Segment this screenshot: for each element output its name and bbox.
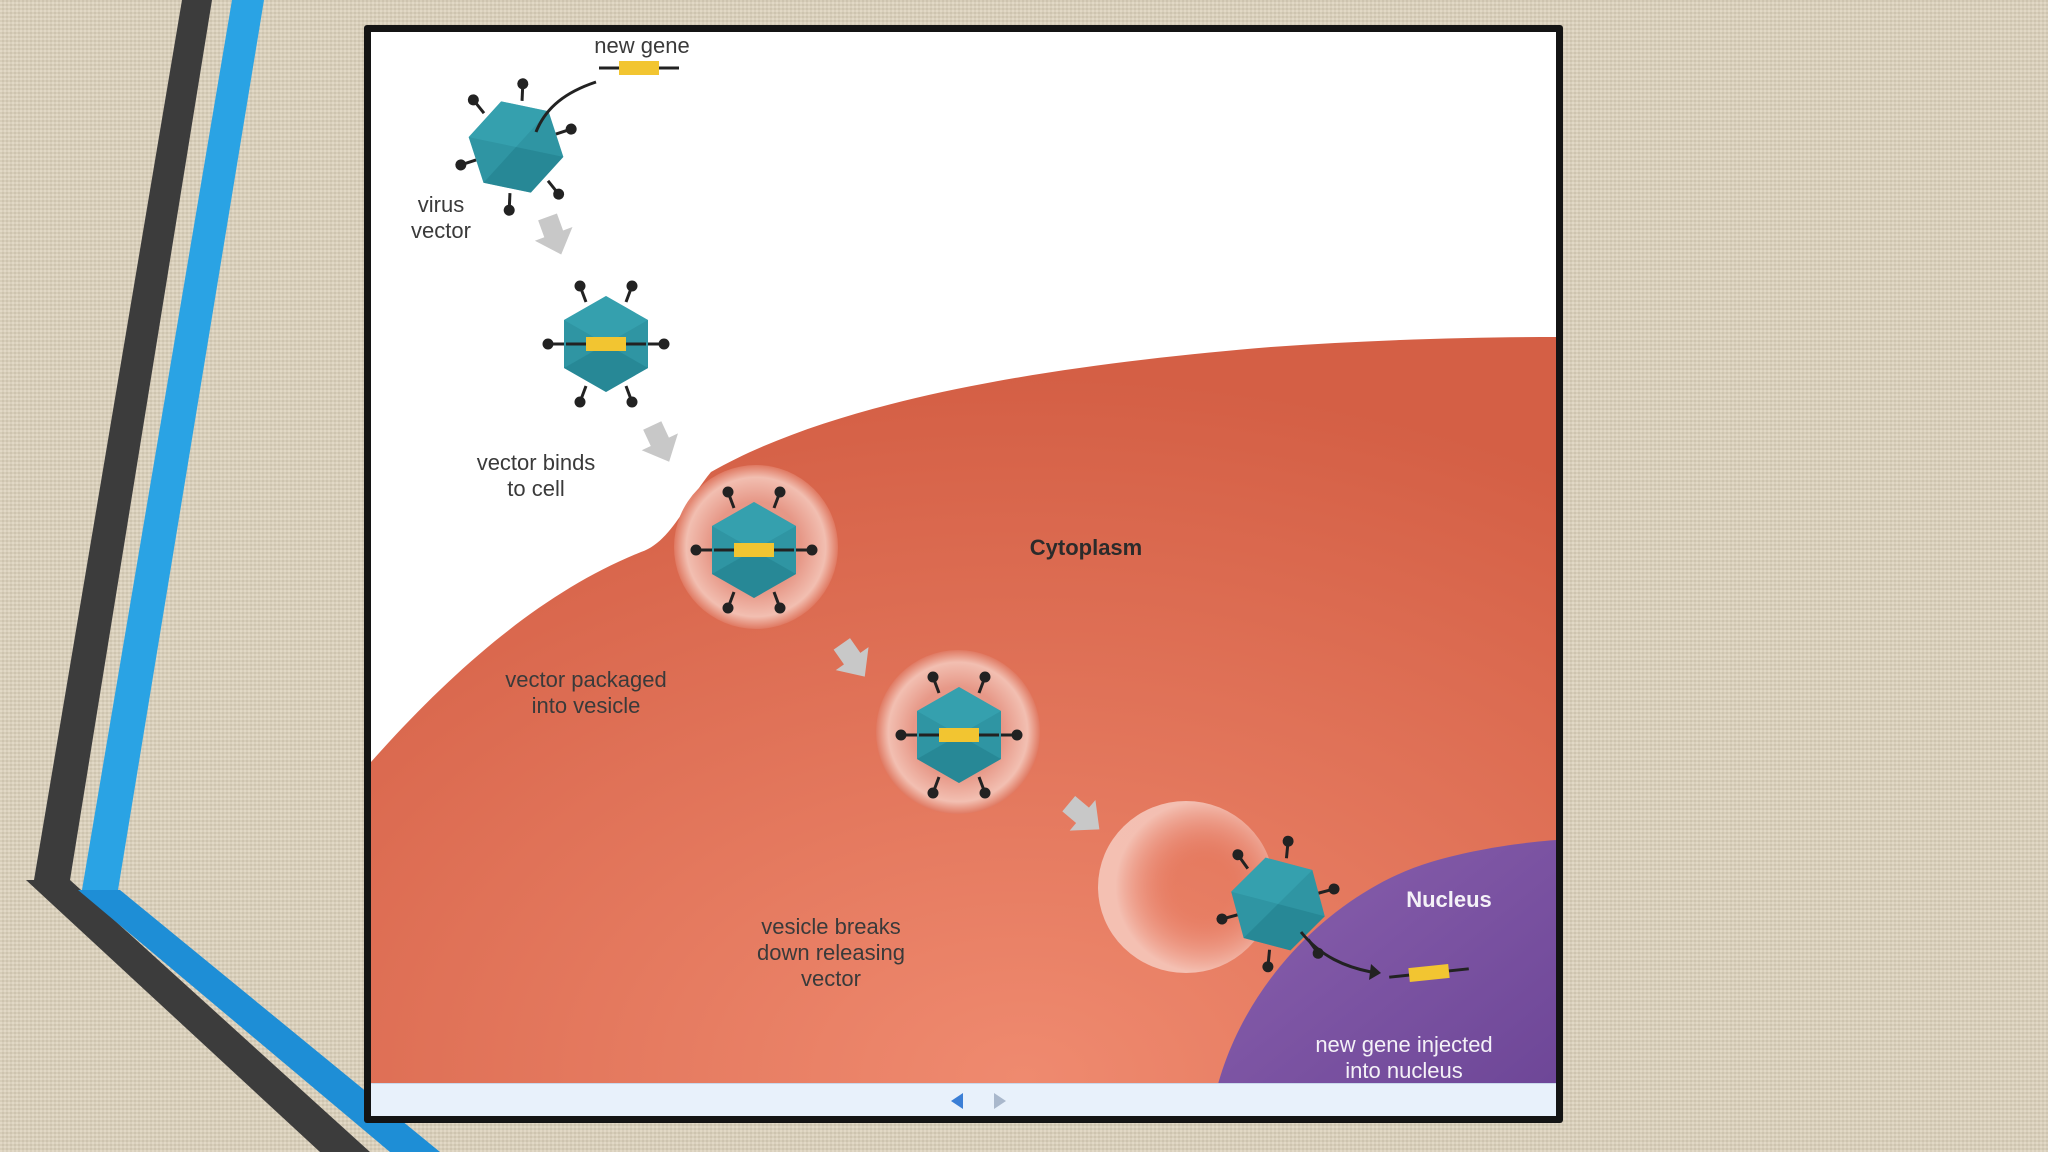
nucleus-region <box>1211 840 1556 1116</box>
dark-stripe-upper <box>34 0 212 880</box>
gene-therapy-diagram <box>371 59 1556 1116</box>
prev-slide-button[interactable] <box>946 1090 968 1112</box>
next-slide-button[interactable] <box>989 1090 1011 1112</box>
image-frame: new gene virus vector vector binds to ce… <box>364 25 1563 1123</box>
label-gene-injected: new gene injected into nucleus <box>1315 1032 1493 1083</box>
step-arrow-2 <box>634 417 688 471</box>
blue-stripe-lower <box>78 890 440 1152</box>
label-vector-binds: vector binds to cell <box>476 450 596 501</box>
label-nucleus: Nucleus <box>1406 887 1492 912</box>
triangle-right-icon <box>994 1093 1006 1109</box>
gene-injection-arrowhead <box>1369 964 1381 980</box>
step-arrow-1 <box>528 210 581 262</box>
gene-injection-arrow <box>1299 931 1372 974</box>
diagram-viewer: new gene virus vector vector binds to ce… <box>371 32 1556 1116</box>
label-virus-vector: virus vector <box>411 192 471 243</box>
label-vector-packaged: vector packaged into vesicle <box>505 667 667 718</box>
blue-stripe-upper <box>82 0 264 890</box>
gene-insertion-arrow <box>534 80 597 133</box>
new-gene-icon <box>597 59 681 77</box>
dark-stripe-lower <box>26 880 370 1152</box>
label-vesicle-breaks: vesicle breaks down releasing vector <box>757 914 905 991</box>
virus-with-gene-icon <box>542 280 670 408</box>
triangle-left-icon <box>951 1093 963 1109</box>
vesicle-breaking <box>1098 801 1274 973</box>
label-cytoplasm: Cytoplasm <box>1029 535 1143 560</box>
viewer-navigation-bar <box>371 1083 1556 1116</box>
label-new-gene: new gene <box>594 33 690 58</box>
